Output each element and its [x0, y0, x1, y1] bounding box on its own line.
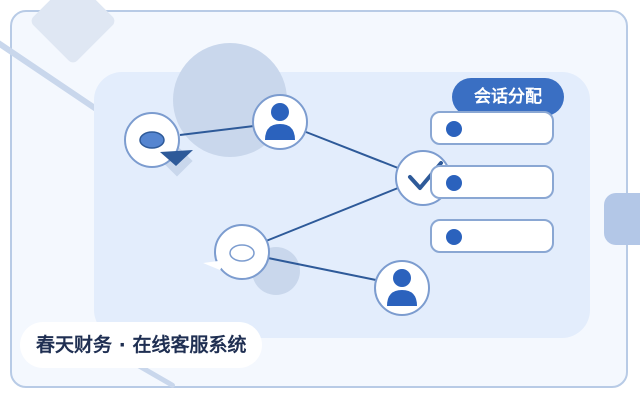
queue-item[interactable] [430, 165, 554, 199]
status-dot-icon [446, 229, 462, 245]
agent-avatar-icon[interactable] [252, 94, 308, 150]
app-title: 春天财务 · 在线客服系统 [20, 322, 263, 368]
agent-avatar-icon[interactable] [374, 260, 430, 316]
chat-bubble-icon[interactable] [203, 224, 270, 280]
connector-line [179, 125, 255, 136]
connector-lines [179, 125, 399, 281]
connector-line [267, 257, 377, 281]
queue-item[interactable] [430, 219, 554, 253]
connector-line [305, 131, 399, 169]
chat-bubble-icon[interactable] [124, 112, 193, 168]
connector-line [265, 187, 399, 242]
status-dot-icon [446, 175, 462, 191]
session-assignment-badge[interactable]: 会话分配 [452, 78, 564, 116]
status-dot-icon [446, 121, 462, 137]
side-collapse-tab[interactable] [604, 193, 640, 245]
queue-item[interactable] [430, 111, 554, 145]
